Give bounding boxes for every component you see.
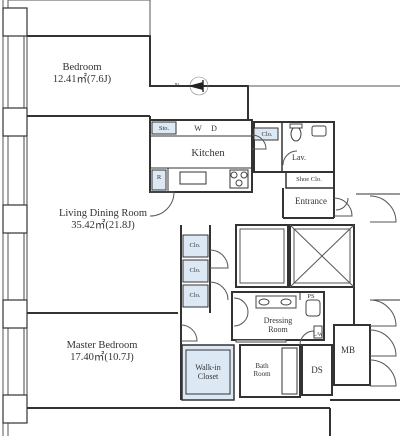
closet-kitchen-label: Clo.: [261, 131, 273, 138]
master-name: Master Bedroom: [66, 340, 138, 351]
shoe-closet-label: Shoe Clo.: [296, 176, 322, 183]
bath-room-label: Bath Room: [246, 362, 278, 378]
walkin-line1: Walk-in: [195, 363, 221, 372]
doors: [149, 134, 397, 387]
compass-north-label: N: [174, 82, 180, 89]
master-area: 17.40㎡(10.7J): [70, 352, 134, 364]
mb-label: MB: [340, 345, 355, 355]
kitchen-fixtures: [151, 121, 279, 191]
window-wall: [23, 36, 28, 395]
living-name: Living Dining Room: [58, 208, 148, 219]
ps-label: PS: [307, 293, 315, 300]
cooktop: [230, 171, 248, 187]
dressing-room-label: Dressing Room: [256, 316, 300, 334]
washer-label: W: [194, 124, 202, 133]
compass: [188, 76, 209, 96]
lav-label: Lav.: [292, 153, 306, 162]
bedroom-area: 12.41㎡(7.6J): [52, 74, 112, 86]
bath-line1: Bath: [255, 362, 269, 370]
walls: [27, 35, 400, 436]
dressing-line2: Room: [268, 325, 288, 335]
closet-3-label: Clo.: [189, 292, 201, 299]
bedroom-label: Bedroom 12.41㎡(7.6J): [42, 62, 122, 86]
lw-label: L/W: [312, 332, 324, 338]
entrance-label: Entrance: [295, 196, 327, 206]
living-area: 35.42㎡(21.8J): [71, 220, 135, 232]
dryer-label: D: [211, 124, 217, 133]
master-bedroom-label: Master Bedroom 17.40㎡(10.7J): [52, 340, 152, 364]
living-label: Living Dining Room 35.42㎡(21.8J): [48, 208, 158, 232]
ds-label: DS: [311, 365, 323, 375]
storage-label: Sto.: [158, 125, 170, 132]
walkin-closet-label: Walk-in Closet: [186, 363, 230, 381]
sanitary-fixtures: [235, 123, 327, 343]
shafts: [239, 224, 355, 288]
walkin-line2: Closet: [197, 372, 219, 382]
columns-left: [2, 7, 28, 424]
living-closets: [182, 234, 209, 308]
refrigerator-label: R: [156, 174, 162, 181]
bedroom-name: Bedroom: [62, 62, 102, 73]
closet-2-label: Clo.: [189, 267, 201, 274]
kitchen-label: Kitchen: [191, 148, 225, 159]
bath-line2: Room: [253, 370, 271, 379]
balcony-outline: [149, 0, 400, 87]
closet-1-label: Clo.: [189, 242, 201, 249]
dressing-line1: Dressing: [263, 316, 293, 325]
